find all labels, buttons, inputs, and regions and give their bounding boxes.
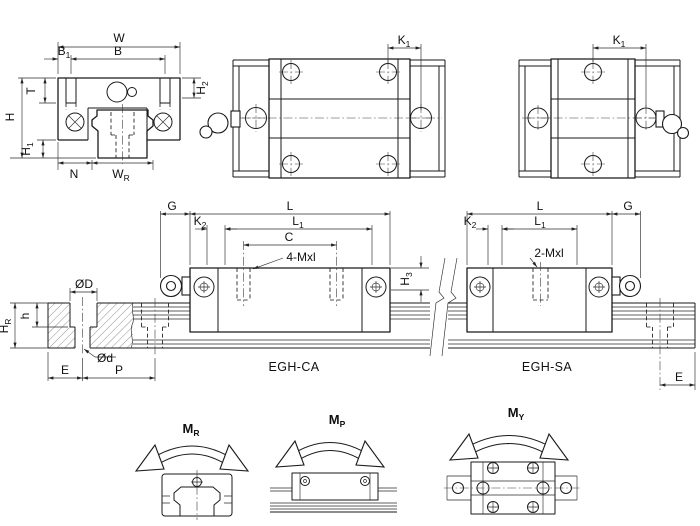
dim-label-wr: WR [112, 167, 129, 183]
dim-label-k1-ca: K1 [398, 33, 411, 49]
dim-label-c: C [285, 230, 294, 244]
caption-egh-sa: EGH-SA [522, 360, 573, 374]
plan-view-egh-ca: K1 [199, 33, 446, 179]
dim-label-l-ca: L [287, 199, 294, 213]
my-block-icon [444, 461, 580, 515]
dim-label-b: B [114, 44, 122, 58]
moment-label-mp: MP [329, 412, 346, 429]
plan-view-egh-sa: K1 [518, 33, 690, 179]
dim-label-p: P [115, 363, 123, 377]
dim-label-b1: B1 [58, 44, 71, 60]
dim-label-k2-ca: K2 [194, 214, 207, 230]
dim-label-h1: H1 [19, 142, 35, 156]
dim-label-dia-D: ØD [75, 277, 93, 291]
end-screw-right [153, 112, 173, 132]
dim-label-w: W [113, 31, 125, 45]
dim-label-t: T [24, 87, 38, 95]
dim-label-n: N [70, 167, 79, 181]
dim-label-h: H [3, 113, 17, 122]
egh-ca-block-side [159, 241, 391, 333]
dim-label-l1-ca: L1 [292, 214, 304, 230]
dim-label-k1-sa: K1 [613, 33, 626, 49]
dim-label-e-right: E [675, 370, 683, 384]
egh-sa-block-side [466, 262, 642, 333]
caption-egh-ca: EGH-CA [268, 360, 319, 374]
mr-block-icon [161, 470, 233, 520]
grease-nipple-front [106, 81, 137, 103]
dim-label-dia-d: Ød [97, 351, 113, 365]
end-screw-left [65, 112, 85, 132]
dim-label-h-small: h [18, 313, 32, 320]
dim-label-hr: HR [0, 319, 13, 334]
dim-label-l1-sa: L1 [534, 214, 546, 230]
grease-nipple-plan-sa [655, 110, 690, 140]
dim-label-h2: H2 [194, 81, 210, 95]
grease-nipple-plan-ca [199, 110, 241, 139]
dim-label-2mxl: 2-Mxl [534, 246, 563, 260]
dim-label-g-ca: G [167, 199, 176, 213]
front-section-view: W B1 B T H H1 H2 N WR [3, 31, 210, 183]
grease-nipple-side-ca [159, 274, 191, 298]
dim-label-l-sa: L [537, 199, 544, 213]
block-mounting-holes-sa [581, 60, 605, 176]
block-mounting-holes-ca [279, 60, 400, 176]
grease-nipple-side-sa [611, 274, 642, 298]
dim-label-k2-sa: K2 [464, 214, 477, 230]
moment-my-diagram: MY [444, 405, 580, 515]
moment-label-mr: MR [183, 421, 200, 438]
dim-label-h3: H3 [398, 272, 414, 286]
moment-mp-diagram: MP [270, 412, 397, 513]
dim-label-e-left: E [61, 363, 69, 377]
dim-label-g-sa: G [623, 199, 632, 213]
dim-label-4mxl: 4-Mxl [286, 250, 315, 264]
rail-bolt-holes-sa [525, 105, 659, 131]
moment-label-my: MY [508, 405, 525, 422]
mp-block-icon [270, 472, 397, 513]
moment-mr-diagram: MR [134, 421, 250, 520]
side-view: G L K2 L1 C 4-Mxl H3 L G [0, 199, 696, 390]
